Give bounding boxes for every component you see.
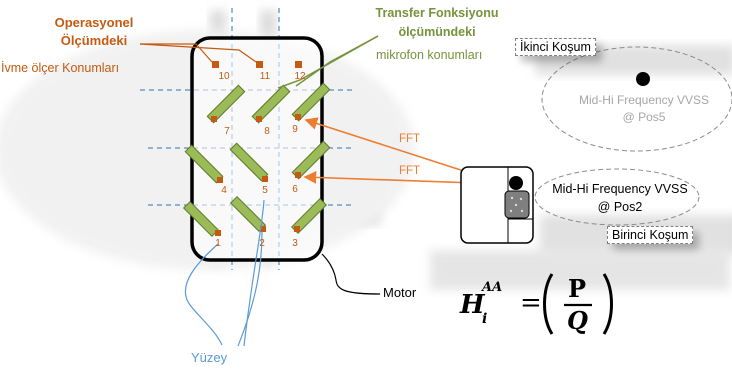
operasyonel-line1: Operasyonel (54, 15, 134, 30)
position-number-3: 3 (292, 238, 298, 249)
yuzey-label: Yüzey (191, 350, 228, 365)
pos5-label: Mid-Hi Frequency VVSS @ Pos5 (564, 93, 724, 125)
position-number-1: 1 (215, 238, 221, 249)
transfer-line3: mikrofon konumları (376, 48, 483, 62)
operasyonel-label: Operasyonel Ölçümdeki (38, 15, 150, 49)
formula-numerator: P (568, 274, 587, 303)
transfer-label: Transfer Fonksiyonu ölçümündeki (367, 6, 507, 40)
ikinci-kosum-box: İkinci Koşum (515, 38, 596, 56)
position-number-9: 9 (292, 124, 298, 135)
motor-pointer (321, 253, 381, 295)
pos2-line2: @ Pos2 (597, 200, 643, 215)
fft-label-lower: FFT (399, 165, 421, 177)
operasyonel-line2: Ölçümdeki (60, 32, 128, 48)
pos5-ellipse (541, 46, 732, 152)
ivmeolcer-label: İvme ölçer Konumları (1, 61, 120, 75)
position-number-4: 4 (221, 185, 227, 196)
position-number-11: 11 (259, 71, 271, 82)
transfer-function-formula: H AA i = P Q (460, 268, 620, 340)
position-number-10: 10 (218, 71, 230, 82)
microphone-tips (211, 114, 301, 236)
pos5-line1: Mid-Hi Frequency VVSS (578, 93, 710, 107)
pos5-line2: @ Pos5 (622, 109, 666, 124)
position-number-5: 5 (262, 185, 268, 196)
position-number-2: 2 (259, 238, 265, 249)
position-number-12: 12 (294, 71, 306, 82)
birinci-kosum-box: Birinci Koşum (607, 226, 694, 244)
formula-sup: AA (482, 280, 503, 295)
formula-base: H (460, 290, 485, 320)
pos5-dot (636, 72, 650, 86)
transfer-pointers (277, 35, 379, 89)
formula-denominator: Q (567, 306, 588, 335)
position-number-8: 8 (264, 126, 270, 137)
fft-label-upper: FFT (399, 133, 421, 145)
operasyonel-pointers (139, 43, 257, 63)
motor-label: Motor (383, 285, 417, 300)
accelerometer-markers (212, 61, 302, 68)
formula-parens (543, 273, 613, 335)
transfer-line1: Transfer Fonksiyonu (375, 6, 499, 20)
formula-equals: = (520, 288, 542, 318)
formula-sub: i (482, 311, 488, 327)
yuzey-curves (184, 199, 265, 347)
position-number-7: 7 (224, 126, 230, 137)
transfer-line2: ölçümündeki (398, 25, 476, 40)
pos2-line1: Mid-Hi Frequency VVSS (552, 182, 688, 196)
pos2-ellipse (534, 168, 700, 226)
sound-source-device (460, 166, 534, 244)
position-number-6: 6 (292, 184, 298, 195)
pos2-label: Mid-Hi Frequency VVSS @ Pos2 (540, 182, 700, 215)
